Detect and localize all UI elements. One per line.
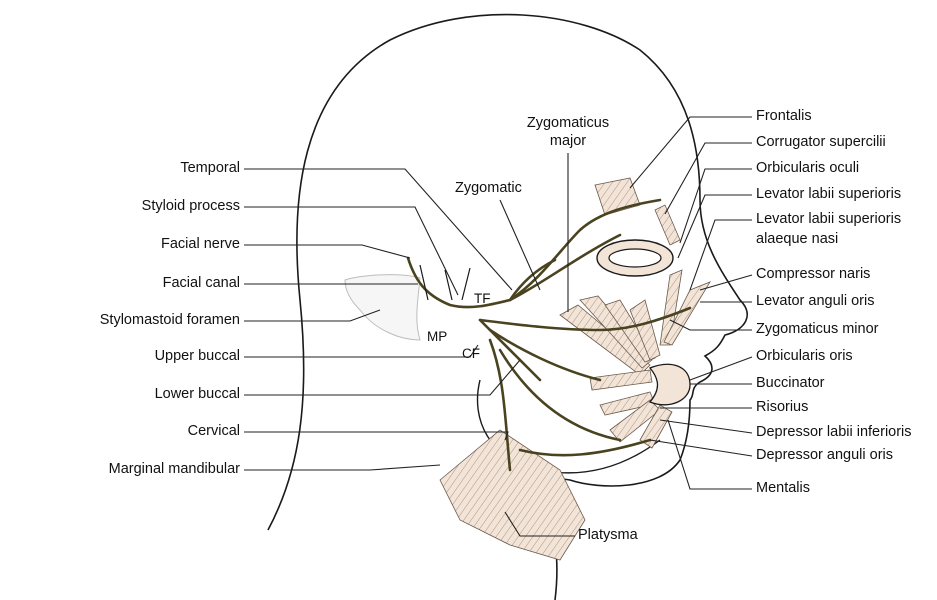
label-platysma: Platysma <box>578 527 638 543</box>
label-compressor-naris: Compressor naris <box>756 266 871 282</box>
orbicularis-oris-muscle <box>648 363 691 406</box>
label-mentalis: Mentalis <box>756 480 810 496</box>
perioral-muscles <box>559 269 711 449</box>
label-depressor-anguli-oris: Depressor anguli oris <box>756 447 894 463</box>
label-cf: CF <box>462 346 480 361</box>
label-zygomaticus-major-line2: major <box>549 133 587 149</box>
label-buccinator: Buccinator <box>756 375 825 391</box>
facial-canal <box>444 267 471 301</box>
label-zygomaticus-minor: Zygomaticus minor <box>756 321 879 337</box>
platysma-muscle <box>439 429 586 561</box>
label-risorius: Risorius <box>756 399 809 415</box>
label-orbicularis-oculi: Orbicularis oculi <box>756 160 860 176</box>
styloid-process <box>419 264 429 301</box>
label-levator-anguli-oris: Levator anguli oris <box>756 293 875 309</box>
center-leader-lines <box>499 153 575 537</box>
label-frontalis: Frontalis <box>756 108 812 124</box>
label-stylomastoid-foramen: Stylomastoid foramen <box>99 312 240 328</box>
label-depressor-labii-inferioris: Depressor labii inferioris <box>756 424 912 440</box>
label-zygomaticus-major-line1: Zygomaticus <box>526 115 610 131</box>
label-levator-labii-alaeque-line2: alaeque nasi <box>756 231 839 247</box>
right-leader-lines <box>629 116 753 490</box>
label-levator-labii-superioris: Levator labii superioris <box>756 186 902 202</box>
corrugator-muscle <box>654 204 681 246</box>
left-leader-lines <box>244 168 521 471</box>
label-temporal: Temporal <box>180 160 240 176</box>
ear-outline <box>344 274 421 341</box>
label-mp: MP <box>427 329 448 344</box>
label-lower-buccal: Lower buccal <box>154 386 240 402</box>
label-facial-canal: Facial canal <box>162 275 240 291</box>
label-upper-buccal: Upper buccal <box>154 348 240 364</box>
label-levator-labii-alaeque-line1: Levator labii superioris <box>756 211 902 227</box>
label-corrugator-supercilii: Corrugator supercilii <box>756 134 886 150</box>
label-cervical: Cervical <box>187 423 240 439</box>
label-orbicularis-oris: Orbicularis oris <box>756 348 853 364</box>
label-styloid-process: Styloid process <box>141 198 240 214</box>
label-tf: TF <box>474 291 491 306</box>
label-marginal-mandibular: Marginal mandibular <box>108 461 240 477</box>
eye <box>608 248 662 268</box>
label-facial-nerve: Facial nerve <box>161 236 240 252</box>
label-zygomatic: Zygomatic <box>455 180 522 196</box>
head-outline <box>267 13 748 600</box>
facial-nerve-branches <box>406 198 692 472</box>
